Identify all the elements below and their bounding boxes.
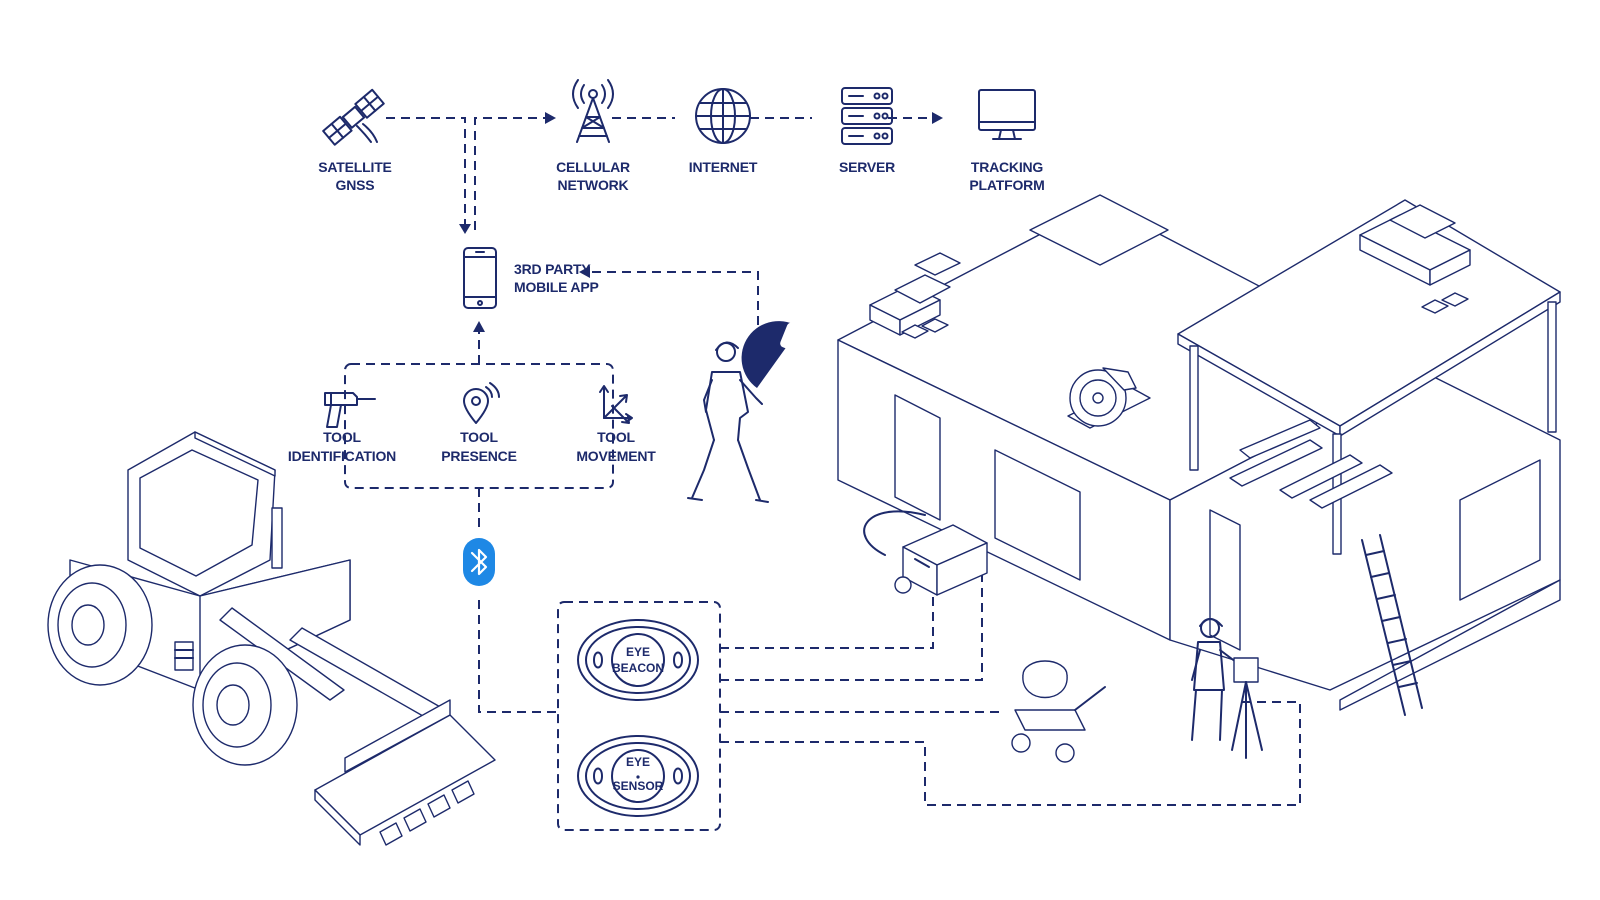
wheel-loader (47, 431, 496, 846)
mobile-app-label-line1: 3RD PARTY (514, 261, 591, 277)
tool-movement-label-line2: MOVEMENT (576, 448, 656, 464)
loader-wheel-rear (47, 564, 153, 686)
satellite-label-line2: GNSS (336, 177, 375, 193)
satellite-label-line1: SATELLITE (318, 159, 391, 175)
connector-satellite-phone (386, 117, 466, 230)
generator (863, 510, 988, 596)
tool-features-box (344, 363, 614, 489)
arrowhead-up (473, 321, 485, 332)
cellular-label-line2: NETWORK (558, 177, 629, 193)
connector-sensor-surveyor (720, 701, 1301, 806)
internet-label: INTERNET (689, 159, 758, 175)
worker-with-phone (687, 321, 834, 503)
satellite-icon (322, 88, 385, 146)
cement-mixer (1011, 660, 1106, 763)
beacon-tag-icon (577, 619, 699, 701)
tracking-label-line1: TRACKING (971, 159, 1044, 175)
surveyor-with-tripod (1191, 618, 1263, 759)
beacons-box (557, 601, 721, 831)
cell-tower-icon (572, 79, 614, 143)
cellular-label-line1: CELLULAR (556, 159, 630, 175)
mobile-app-label-line2: MOBILE APP (514, 279, 599, 295)
sensor-tag-icon (577, 735, 699, 817)
tool-presence-label-line2: PRESENCE (441, 448, 516, 464)
tool-presence-label-line1: TOOL (460, 429, 498, 445)
circular-saw (1067, 367, 1151, 429)
movement-axes-icon (599, 385, 633, 424)
connector-beacon-generator (720, 592, 934, 649)
arrowhead-left (579, 266, 590, 278)
globe-icon (695, 88, 751, 144)
monitor-icon (978, 89, 1036, 140)
tracking-label-line2: PLATFORM (969, 177, 1044, 193)
smartphone-icon (463, 247, 497, 309)
brick-stacks (869, 204, 1471, 339)
tool-identification-label-line1: TOOL (323, 429, 361, 445)
eye-sensor-label-line2: SENSOR (613, 779, 664, 793)
tool-identification-label-line2: IDENTIFICATION (288, 448, 396, 464)
server-label: SERVER (839, 159, 895, 175)
tool-movement-label-line1: TOOL (597, 429, 635, 445)
arrowhead-down (459, 224, 471, 234)
bucket-teeth (379, 780, 475, 846)
drill-icon (324, 392, 376, 428)
location-pin-icon (463, 382, 500, 424)
connector-bluetooth-beacons (478, 600, 558, 713)
connector-phone-cellular (474, 117, 545, 230)
eye-beacon-label-line2: BEACON (612, 661, 664, 675)
bluetooth-icon (463, 538, 495, 586)
arrowhead-right (932, 112, 943, 124)
arrowhead-right (545, 112, 556, 124)
server-icon (841, 87, 893, 145)
eye-beacon-label-line1: EYE (626, 645, 650, 659)
eye-sensor-label-line1: EYE (626, 755, 650, 769)
loader-wheel-front (192, 644, 298, 766)
